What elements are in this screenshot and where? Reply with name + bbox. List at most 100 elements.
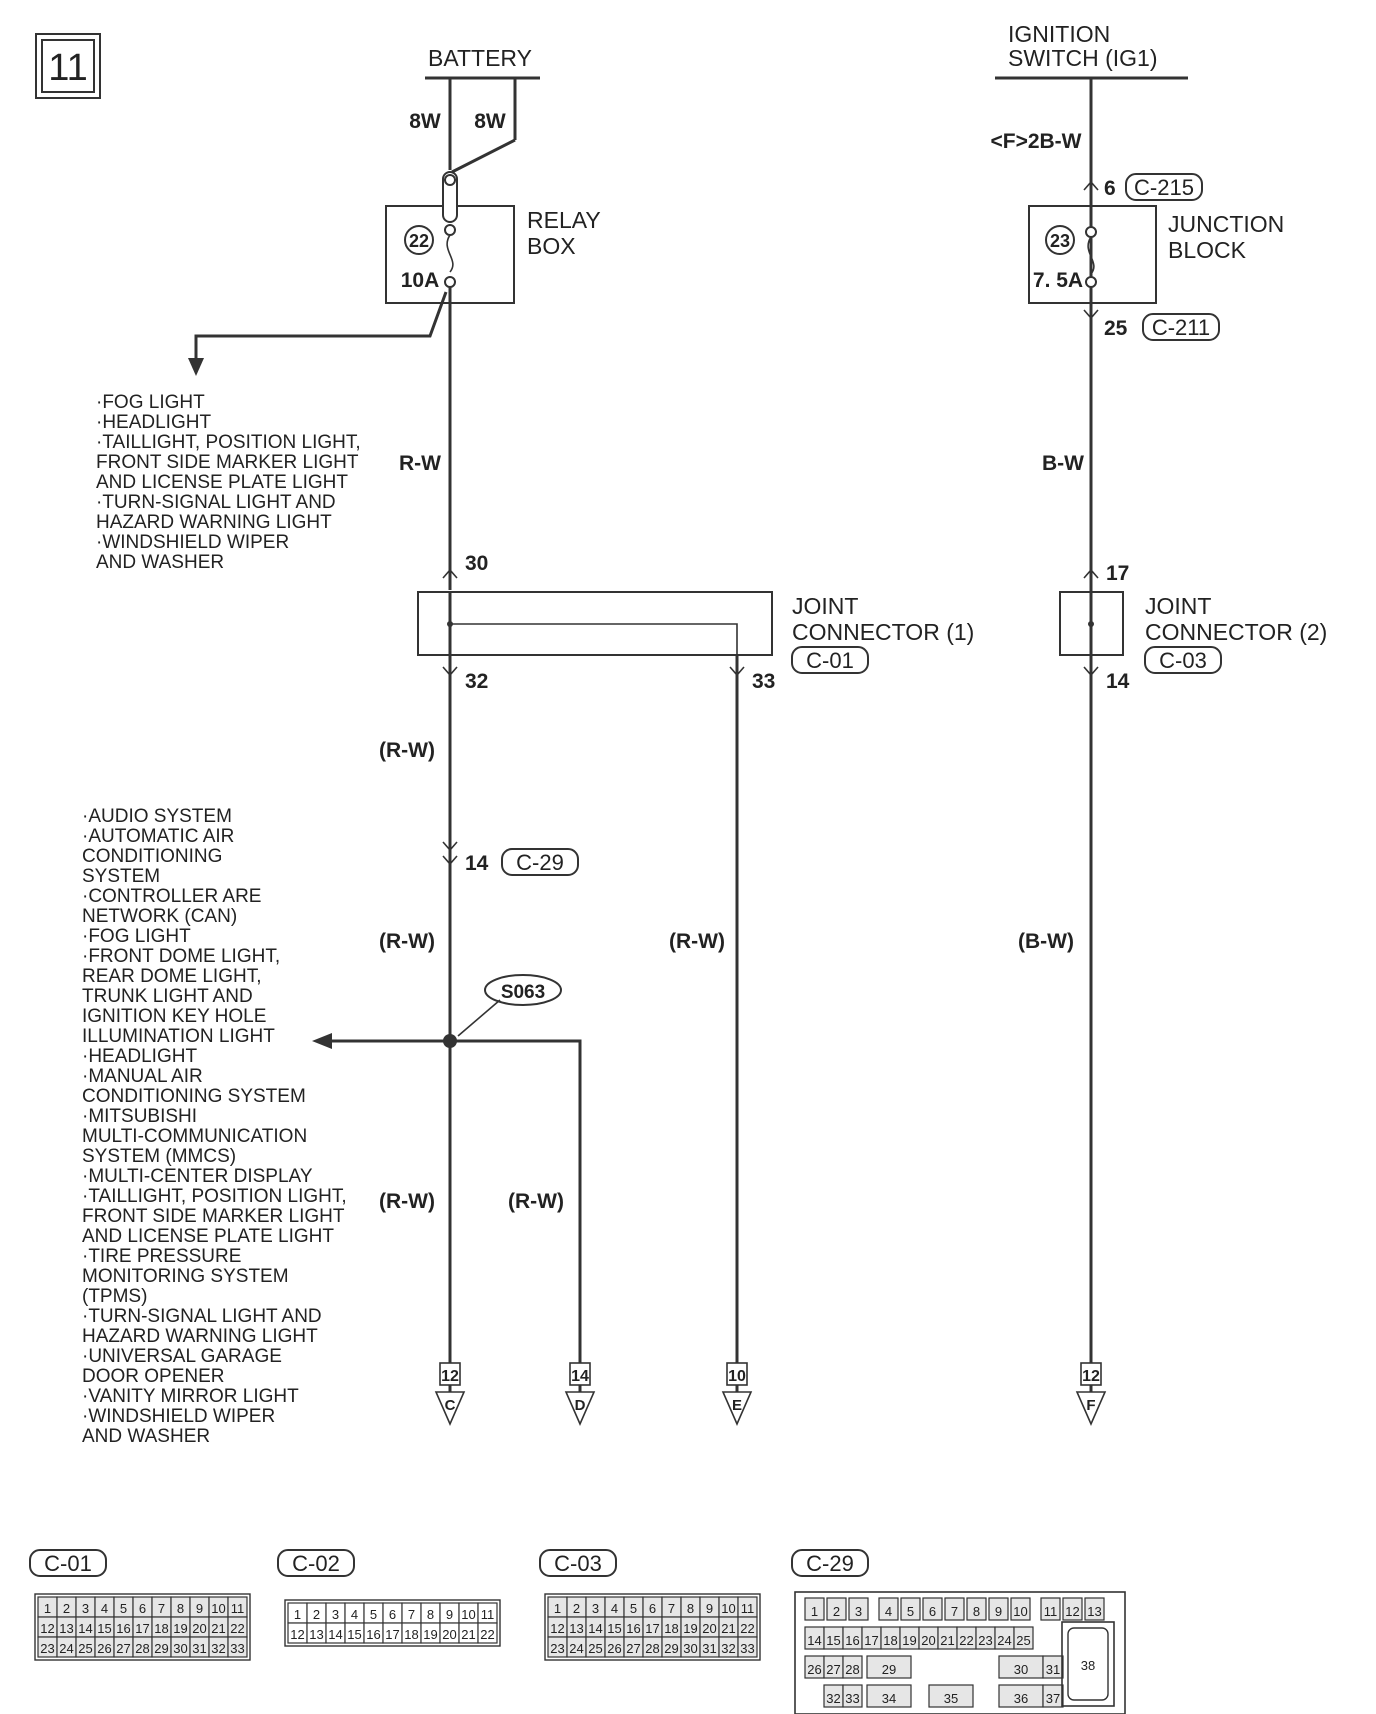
pin-label: 26 (97, 1641, 111, 1656)
joint1-pin-out-b: 33 (752, 670, 775, 693)
pin-label: 17 (645, 1621, 659, 1636)
splice-load-27: ·UNIVERSAL GARAGE (82, 1346, 282, 1367)
pin-label: 14 (807, 1633, 821, 1648)
pin-label: 30 (683, 1641, 697, 1656)
relay-load-5: ·TURN-SIGNAL LIGHT AND (96, 492, 336, 513)
joint1-label-1: JOINT (792, 593, 858, 619)
pin-cell (1062, 1597, 1083, 1621)
pin-label: 21 (461, 1627, 475, 1642)
splice-load-24: (TPMS) (82, 1286, 147, 1307)
wire-rw-p-5: (R-W) (508, 1190, 564, 1213)
joint1-pin-in: 30 (465, 552, 488, 575)
pin-label: 9 (995, 1604, 1002, 1619)
pin-label: 4 (611, 1601, 618, 1616)
splice-load-5: NETWORK (CAN) (82, 906, 237, 927)
pin-label: 6 (139, 1601, 146, 1616)
pin-label: 22 (230, 1621, 244, 1636)
pin-cell (1013, 1626, 1034, 1650)
relay-box-label-1: RELAY (527, 207, 601, 233)
splice-load-10: IGNITION KEY HOLE (82, 1006, 266, 1027)
splice-load-0: ·AUDIO SYSTEM (82, 806, 232, 827)
splice-load-list: ·AUDIO SYSTEM ·AUTOMATIC AIR CONDITIONIN… (82, 806, 347, 1447)
pin-label: 1 (554, 1601, 561, 1616)
pin-cell (842, 1684, 863, 1708)
pin-label: 2 (63, 1601, 70, 1616)
jb-pin-out: 25 (1104, 317, 1128, 340)
ref-c-page: 12 (441, 1368, 459, 1385)
pin-label: 38 (1081, 1658, 1095, 1673)
c01-name: C-01 (44, 1551, 92, 1576)
pin-label: 19 (423, 1627, 437, 1642)
pin-label: 31 (192, 1641, 206, 1656)
splice-load-26: HAZARD WARNING LIGHT (82, 1326, 318, 1347)
pin-label: 20 (702, 1621, 716, 1636)
pin-label: 1 (294, 1607, 301, 1622)
pin-label: 13 (569, 1621, 583, 1636)
pin-cell (804, 1597, 825, 1621)
pin-label: 25 (588, 1641, 602, 1656)
pin-label: 33 (230, 1641, 244, 1656)
pin-label: 36 (1014, 1691, 1028, 1706)
jb-fuse-number: 23 (1050, 231, 1070, 251)
pin-label: 10 (211, 1601, 225, 1616)
jb-fuse-rating: 7. 5A (1033, 269, 1083, 292)
ref-f: 12 F (1075, 1362, 1107, 1426)
pin-label: 10 (721, 1601, 735, 1616)
pin-label: 30 (173, 1641, 187, 1656)
pin-label: 28 (135, 1641, 149, 1656)
ref-d: 14 D (564, 1362, 596, 1426)
pin-label: 31 (1046, 1662, 1060, 1677)
pin-label: 12 (1065, 1604, 1079, 1619)
pin-label: 1 (44, 1601, 51, 1616)
pin-label: 7 (668, 1601, 675, 1616)
pin-cell (866, 1684, 912, 1708)
pin-label: 19 (173, 1621, 187, 1636)
pin-label: 23 (550, 1641, 564, 1656)
pin-label: 9 (196, 1601, 203, 1616)
pin-label: 33 (740, 1641, 754, 1656)
wire-rw-p-4: (R-W) (379, 1190, 435, 1213)
jb-pin-in: 6 (1104, 177, 1116, 200)
battery-wire-right: 8W (474, 110, 506, 133)
jb-label-1: JUNCTION (1168, 211, 1284, 237)
wire-bw-p: (B-W) (1018, 930, 1074, 953)
pin-label: 32 (211, 1641, 225, 1656)
pin-label: 12 (290, 1627, 304, 1642)
pin-cell (842, 1655, 863, 1679)
pin-label: 21 (940, 1633, 954, 1648)
pin-label: 34 (882, 1691, 896, 1706)
pin-label: 16 (626, 1621, 640, 1636)
pin-label: 32 (826, 1691, 840, 1706)
pin-label: 14 (588, 1621, 602, 1636)
battery-wire-left: 8W (409, 110, 441, 133)
battery-section: BATTERY 8W 8W (409, 45, 540, 174)
pin-label: 14 (328, 1627, 342, 1642)
pin-label: 26 (807, 1662, 821, 1677)
ref-c: 12 C (434, 1362, 466, 1426)
relay-box-label-2: BOX (527, 233, 576, 259)
pin-cell (737, 1636, 758, 1658)
joint2-pin-out: 14 (1106, 670, 1130, 693)
c29-pin-number: 14 (465, 852, 489, 875)
pin-label: 10 (461, 1607, 475, 1622)
c29-inline-pin: 14 C-29 (442, 841, 579, 876)
joint-connector-2: 17 JOINT CONNECTOR (2) C-03 14 (1059, 562, 1327, 693)
pin-label: 7 (158, 1601, 165, 1616)
splice-load-13: ·MANUAL AIR (82, 1066, 203, 1087)
splice-load-4: ·CONTROLLER ARE (82, 886, 261, 907)
pin-cell (922, 1597, 943, 1621)
pin-label: 22 (959, 1633, 973, 1648)
pin-cell (900, 1597, 921, 1621)
splice-load-29: ·VANITY MIRROR LIGHT (82, 1386, 299, 1407)
pin-label: 2 (833, 1604, 840, 1619)
pin-label: 13 (59, 1621, 73, 1636)
pin-label: 8 (427, 1607, 434, 1622)
pin-label: 9 (446, 1607, 453, 1622)
relay-fuse-number: 22 (409, 231, 429, 251)
pin-label: 6 (929, 1604, 936, 1619)
